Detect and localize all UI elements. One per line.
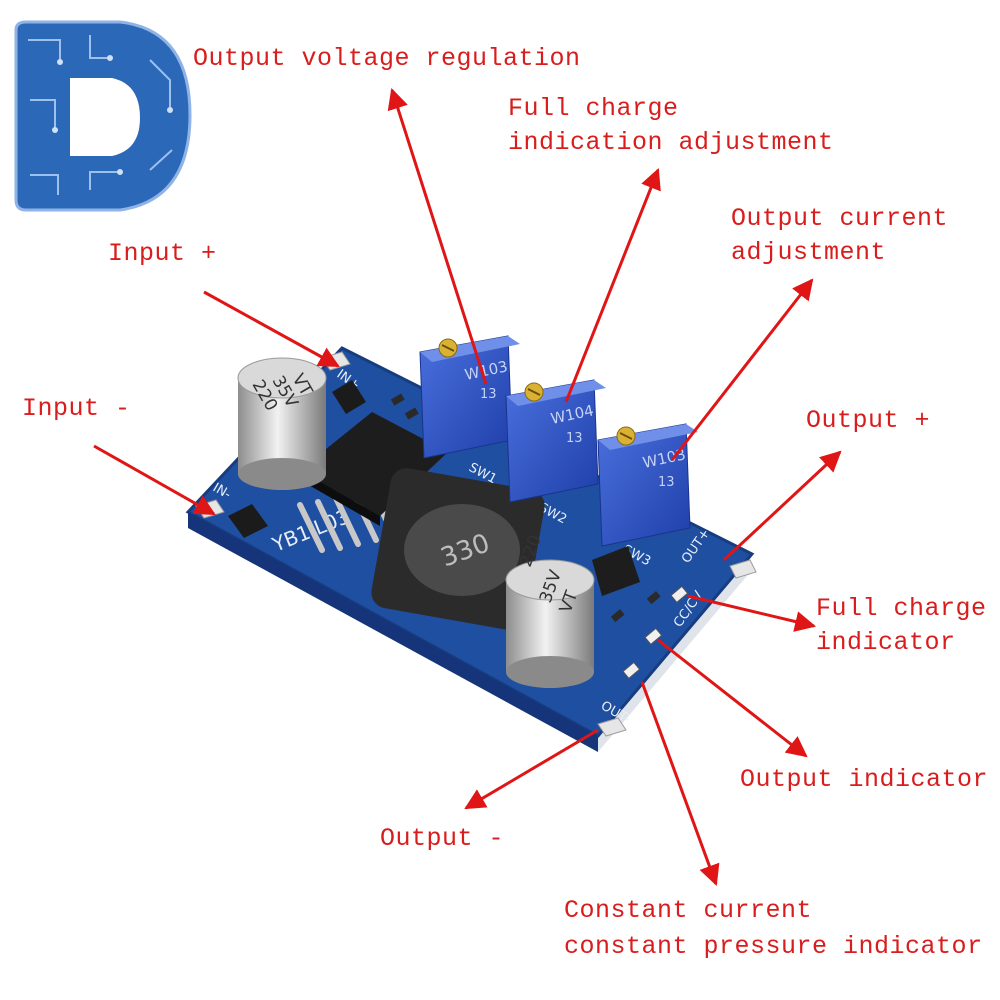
capacitor-output: 220 35V VT bbox=[505, 532, 595, 688]
trimmer1-sub: 13 bbox=[480, 387, 497, 402]
label-cc-cv-line1: Constant current bbox=[564, 896, 813, 925]
label-output-voltage-regulation: Output voltage regulation bbox=[193, 44, 581, 73]
led-full-charge bbox=[670, 585, 689, 604]
label-output-plus: Output + bbox=[806, 406, 931, 435]
arrow-cc-cv-indicator bbox=[640, 681, 720, 886]
arrow-output-minus bbox=[464, 728, 599, 810]
label-full-charge-indicator-line2: indicator bbox=[816, 628, 956, 657]
arrow-full-charge-adjustment bbox=[564, 168, 661, 403]
led-cc-cv bbox=[622, 661, 641, 680]
label-input-plus: Input + bbox=[108, 239, 217, 268]
label-full-charge-adjustment-line1: Full charge bbox=[508, 94, 679, 123]
input-diodes bbox=[228, 380, 366, 538]
label-output-current-line2: adjustment bbox=[731, 238, 887, 267]
arrow-output-current bbox=[670, 278, 814, 461]
trimmer-current: W103 13 bbox=[597, 423, 698, 547]
trimmer-full-charge: W104 13 bbox=[505, 379, 606, 503]
trimmer2-sub: 13 bbox=[566, 431, 583, 446]
label-output-indicator: Output indicator bbox=[740, 765, 989, 794]
label-full-charge-adjustment-line2: indication adjustment bbox=[508, 128, 834, 157]
inductor: 330 bbox=[371, 468, 545, 630]
circuit-letter-d-logo bbox=[14, 20, 192, 212]
arrow-output-voltage bbox=[387, 87, 488, 385]
arrow-full-charge-indicator bbox=[687, 594, 817, 632]
arrow-input-minus bbox=[93, 444, 216, 516]
label-cc-cv-line2: constant pressure indicator bbox=[564, 932, 983, 961]
arrow-output-indicator bbox=[657, 638, 808, 758]
smd-resistors bbox=[390, 393, 661, 623]
label-output-minus: Output - bbox=[380, 824, 505, 853]
regulator-ic bbox=[297, 412, 448, 553]
led-output bbox=[644, 627, 663, 646]
label-full-charge-indicator-line1: Full charge bbox=[816, 594, 987, 623]
led-indicators bbox=[622, 585, 689, 680]
control-ic bbox=[592, 546, 640, 596]
arrow-output-plus bbox=[722, 450, 842, 562]
trimmer3-sub: 13 bbox=[658, 475, 675, 490]
pad-out-minus bbox=[597, 717, 627, 737]
label-input-minus: Input - bbox=[22, 394, 131, 423]
capacitor-input: 220 35V VT bbox=[237, 357, 327, 490]
arrow-input-plus bbox=[203, 290, 340, 368]
trimmer-voltage: W103 13 bbox=[419, 335, 520, 459]
label-output-current-line1: Output current bbox=[731, 204, 949, 233]
callout-arrows bbox=[93, 87, 842, 886]
pad-out-plus bbox=[729, 559, 757, 579]
